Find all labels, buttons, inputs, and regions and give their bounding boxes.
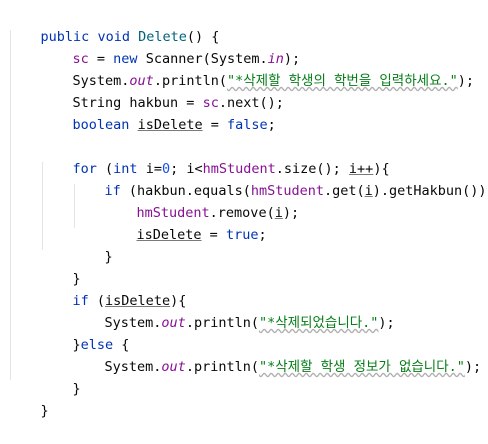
code-text: .remove( (209, 205, 275, 221)
variable-isdelete: isDelete (105, 293, 171, 309)
field-hmstudent: hmStudent (136, 205, 210, 221)
static-field-out: out (129, 73, 154, 89)
variable-isdelete: isDelete (136, 227, 202, 243)
code-text: () { (186, 29, 220, 45)
string-literal: "*삭제할 학생 정보가 없습니다." (258, 359, 465, 375)
code-text: ); (282, 205, 300, 221)
keyword-new: new (113, 51, 138, 67)
code-line-5[interactable]: boolean isDelete = false; (40, 92, 276, 133)
variable-i: i (274, 205, 283, 221)
code-text: = (202, 117, 227, 133)
string-literal: "*삭제할 학생의 학번을 입력하세요." (226, 73, 458, 89)
field-sc: sc (72, 51, 89, 67)
code-line-11[interactable]: } (72, 224, 113, 265)
increment-expression: i++ (348, 161, 374, 177)
keyword-else: else (80, 337, 114, 353)
code-text: ; (267, 117, 276, 133)
code-text: ).getHakbun())){ (372, 183, 488, 199)
indent-guide-1 (10, 30, 11, 380)
string-literal: "*삭제되었습니다." (258, 315, 379, 331)
code-line-7[interactable]: for (int i=0; i<hmStudent.size(); i++){ (40, 136, 390, 177)
keyword-boolean: boolean (72, 117, 130, 133)
code-line-16[interactable]: System.out.println("*삭제할 학생 정보가 없습니다."); (72, 334, 482, 375)
code-text: (hakbun.equals( (120, 183, 251, 199)
code-text: .println( (153, 73, 227, 89)
code-text: ; i< (170, 161, 203, 177)
closing-brace: } (104, 249, 113, 265)
code-text: .next(); (218, 95, 284, 111)
code-line-15[interactable]: }else { (40, 312, 130, 353)
code-text: .println( (185, 359, 259, 375)
code-line-12[interactable]: } (40, 246, 81, 287)
method-name: Delete (138, 29, 187, 45)
code-text: String hakbun = (72, 95, 203, 111)
code-line-14[interactable]: System.out.println("*삭제되었습니다."); (72, 290, 395, 331)
code-text: ){ (170, 293, 187, 309)
code-text: ; (258, 227, 267, 243)
code-line-4[interactable]: String hakbun = sc.next(); (40, 70, 284, 111)
code-text: ); (457, 73, 475, 89)
static-field-in: in (267, 51, 284, 67)
keyword-if: if (72, 293, 89, 309)
code-text: ( (88, 293, 106, 309)
code-text: ); (283, 51, 301, 67)
field-hmstudent: hmStudent (202, 161, 276, 177)
code-line-1[interactable]: public void Delete() { (8, 4, 220, 45)
closing-brace: } (40, 403, 49, 419)
keyword-for: for (72, 161, 97, 177)
code-text: ( (96, 161, 114, 177)
code-line-2[interactable]: sc = new Scanner(System.in); (40, 26, 301, 67)
code-line-10[interactable]: isDelete = true; (104, 202, 267, 243)
keyword-public: public (40, 29, 90, 45)
code-text: = (88, 51, 114, 67)
keyword-true: true (225, 227, 259, 243)
code-line-8[interactable]: if (hakbun.equals(hmStudent.get(i).getHa… (72, 158, 488, 199)
code-text: ); (464, 359, 482, 375)
code-text: System. (104, 359, 162, 375)
keyword-void: void (97, 29, 130, 45)
code-text: i= (137, 161, 162, 177)
static-field-out: out (161, 315, 186, 331)
code-line-13[interactable]: if (isDelete){ (40, 268, 187, 309)
field-sc: sc (202, 95, 219, 111)
code-text: ); (378, 315, 395, 331)
code-text: .get( (323, 183, 365, 199)
code-line-18[interactable]: } (8, 378, 49, 419)
code-text: ){ (373, 161, 390, 177)
code-line-9[interactable]: hmStudent.remove(i); (104, 180, 300, 221)
code-text: Scanner(System. (137, 51, 268, 67)
closing-brace: } (72, 271, 81, 287)
code-editor[interactable]: public void Delete() { sc = new Scanner(… (0, 0, 488, 419)
closing-brace: } (72, 381, 81, 397)
code-text: System. (72, 73, 130, 89)
code-text: { (113, 337, 130, 353)
variable-i: i (364, 183, 373, 199)
keyword-int: int (113, 161, 138, 177)
code-text (129, 117, 137, 133)
code-text: .println( (185, 315, 259, 331)
keyword-false: false (226, 117, 268, 133)
code-line-17[interactable]: } (40, 356, 81, 397)
code-text: .size(); (275, 161, 349, 177)
variable-isdelete: isDelete (137, 117, 203, 133)
code-text: = (201, 227, 226, 243)
code-line-3[interactable]: System.out.println("*삭제할 학생의 학번을 입력하세요."… (40, 48, 475, 89)
closing-brace: } (72, 337, 81, 353)
static-field-out: out (161, 359, 186, 375)
number-literal: 0 (161, 161, 171, 177)
field-hmstudent: hmStudent (250, 183, 324, 199)
indent-guide-2 (42, 162, 43, 250)
code-text: System. (104, 315, 162, 331)
keyword-if: if (104, 183, 121, 199)
indent-guide-3 (74, 184, 75, 228)
